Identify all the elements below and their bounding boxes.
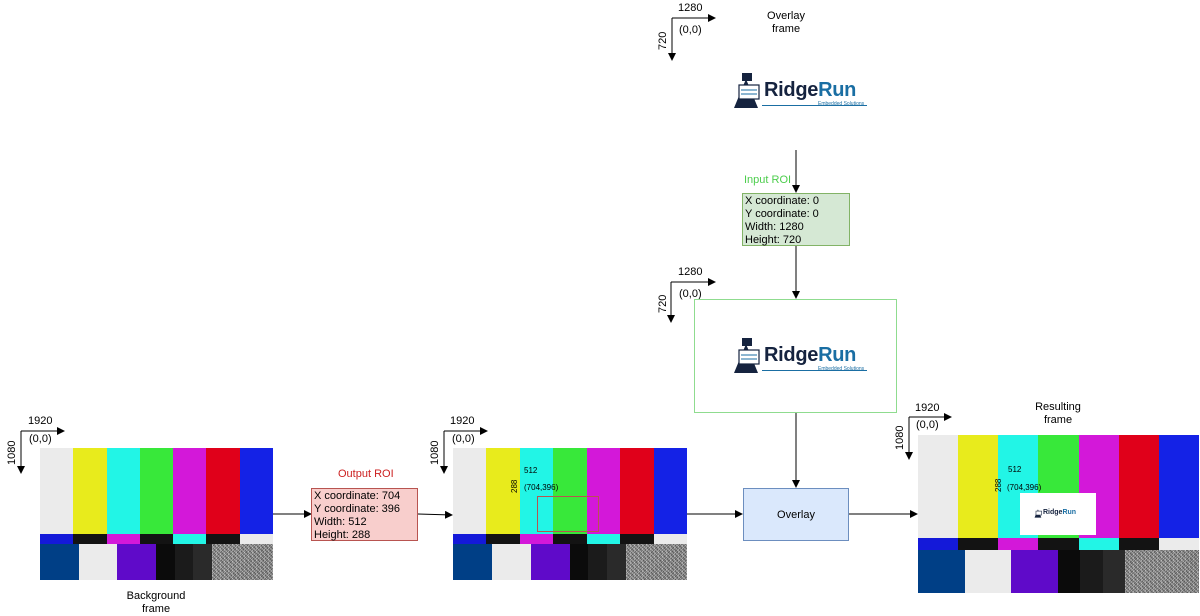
background-frame-height-label: 1080 (6, 440, 18, 465)
background-frame-origin-label: (0,0) (29, 433, 52, 445)
logo-tagline: Embedded Solutions (818, 366, 865, 372)
cropped-overlay-axes (667, 278, 716, 323)
output-roi-title: Output ROI (338, 468, 394, 480)
logo-word-a: Ridge (1043, 509, 1063, 516)
roi-frame-width-label: 1920 (450, 415, 475, 427)
roi-frame-origin-label: (0,0) (452, 433, 475, 445)
background-frame-axes (17, 427, 65, 474)
input-roi-title: Input ROI (744, 174, 792, 186)
logo-word-b: Run (818, 344, 857, 366)
arrow-output-roi-to-roi-frame (417, 510, 453, 519)
input-roi-line: Y coordinate: 0 (745, 208, 819, 220)
logo-word-b: Run (1062, 509, 1077, 516)
roi-frame-inner-width: 512 (524, 466, 538, 475)
roi-frame-inner-height: 288 (510, 479, 519, 493)
overlay-frame-caption: Overlay frame (767, 10, 805, 35)
ridgerun-logo-icon (1034, 509, 1042, 518)
roi-frame-axes (440, 427, 488, 474)
cropped-overlay-width-label: 1280 (678, 266, 703, 278)
resulting-frame-origin-label: (0,0) (916, 419, 939, 431)
resulting-frame-height-label: 1080 (894, 425, 906, 450)
output-roi-line: X coordinate: 704 (314, 490, 401, 502)
output-roi-box: X coordinate: 704 Y coordinate: 396 Widt… (311, 488, 418, 541)
input-roi-box: X coordinate: 0 Y coordinate: 0 Width: 1… (742, 193, 850, 246)
background-frame-width-label: 1920 (28, 415, 53, 427)
input-roi-line: Height: 720 (745, 234, 802, 246)
logo-underline (762, 370, 867, 371)
background-frame-image (40, 448, 273, 580)
result-frame-inner-origin: (704,396) (1007, 483, 1042, 492)
output-roi-line: Height: 288 (314, 529, 371, 541)
overlay-frame-origin-label: (0,0) (679, 24, 702, 36)
output-roi-line: Width: 512 (314, 516, 367, 528)
roi-frame-height-label: 1080 (429, 440, 441, 465)
resulting-frame-caption: Resulting frame (1035, 401, 1081, 426)
ridgerun-logo-icon (734, 73, 760, 108)
background-frame-caption: Background frame (126, 590, 186, 615)
logo-underline (762, 105, 867, 106)
logo-tagline: Embedded Solutions (818, 101, 865, 107)
resulting-frame-axes (905, 413, 952, 460)
roi-frame-inner-origin: (704,396) (524, 483, 559, 492)
overlay-block: Overlay (743, 488, 849, 541)
overlay-frame-height-label: 720 (657, 31, 669, 50)
result-frame-inner-width: 512 (1008, 465, 1022, 474)
input-roi-line: Width: 1280 (745, 221, 804, 233)
overlay-frame-axes (668, 14, 716, 61)
overlay-block-label: Overlay (777, 508, 815, 521)
roi-frame-image (453, 448, 687, 580)
output-roi-line: Y coordinate: 396 (314, 503, 401, 515)
result-frame-inner-height: 288 (994, 478, 1003, 492)
roi-frame-output-rect (537, 496, 599, 532)
ridgerun-logo-icon (734, 338, 760, 373)
input-roi-line: X coordinate: 0 (745, 195, 819, 207)
logo-word-a: Ridge (764, 344, 819, 366)
resulting-frame-width-label: 1920 (915, 402, 940, 414)
flow-arrows (273, 150, 918, 519)
cropped-overlay-origin-label: (0,0) (679, 288, 702, 300)
cropped-overlay-height-label: 720 (657, 294, 669, 313)
overlay-frame-width-label: 1280 (678, 2, 703, 14)
logo-word-b: Run (818, 79, 857, 101)
logo-word-a: Ridge (764, 79, 819, 101)
